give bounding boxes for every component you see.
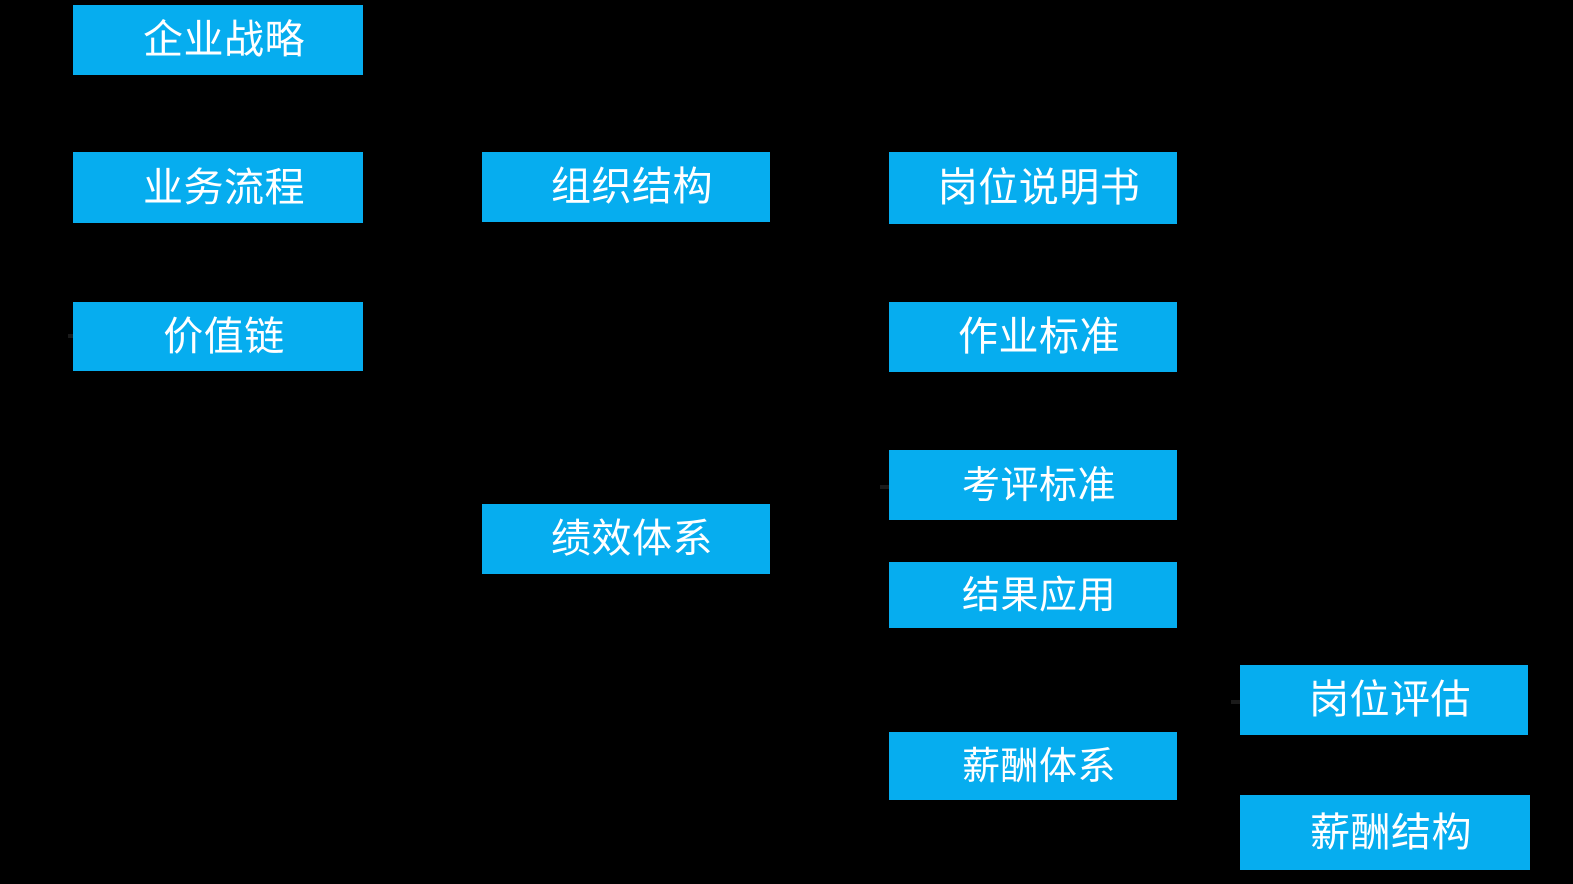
node-label-job-evaluation: 岗位评估 [1309,677,1471,723]
node-result-application[interactable]: 结果应用 [889,562,1177,628]
node-org-structure[interactable]: 组织结构 [482,152,770,222]
node-job-evaluation[interactable]: 岗位评估 [1240,665,1528,735]
stub-value-chain [68,334,77,338]
node-label-appraisal-standard: 考评标准 [961,463,1116,507]
node-label-corporate-strategy: 企业战略 [143,17,305,63]
node-label-org-structure: 组织结构 [551,164,713,210]
node-label-performance-system: 绩效体系 [551,516,713,562]
node-label-compensation-system: 薪酬体系 [961,744,1116,788]
stub-job-evaluation [1231,700,1241,704]
node-appraisal-standard[interactable]: 考评标准 [889,450,1177,520]
node-label-pay-structure: 薪酬结构 [1310,809,1472,856]
node-pay-structure[interactable]: 薪酬结构 [1240,795,1530,870]
node-label-work-standard: 作业标准 [958,314,1120,360]
node-value-chain[interactable]: 价值链 [73,302,363,371]
node-label-business-process: 业务流程 [143,164,305,211]
node-label-job-description: 岗位说明书 [937,165,1141,211]
node-business-process[interactable]: 业务流程 [73,152,363,223]
stub-appraisal [880,485,890,489]
node-label-value-chain: 价值链 [163,313,285,360]
node-compensation-system[interactable]: 薪酬体系 [889,732,1177,800]
node-label-result-application: 结果应用 [961,573,1116,617]
node-job-description[interactable]: 岗位说明书 [889,152,1177,224]
node-performance-system[interactable]: 绩效体系 [482,504,770,574]
node-work-standard[interactable]: 作业标准 [889,302,1177,372]
node-corporate-strategy[interactable]: 企业战略 [73,5,363,75]
